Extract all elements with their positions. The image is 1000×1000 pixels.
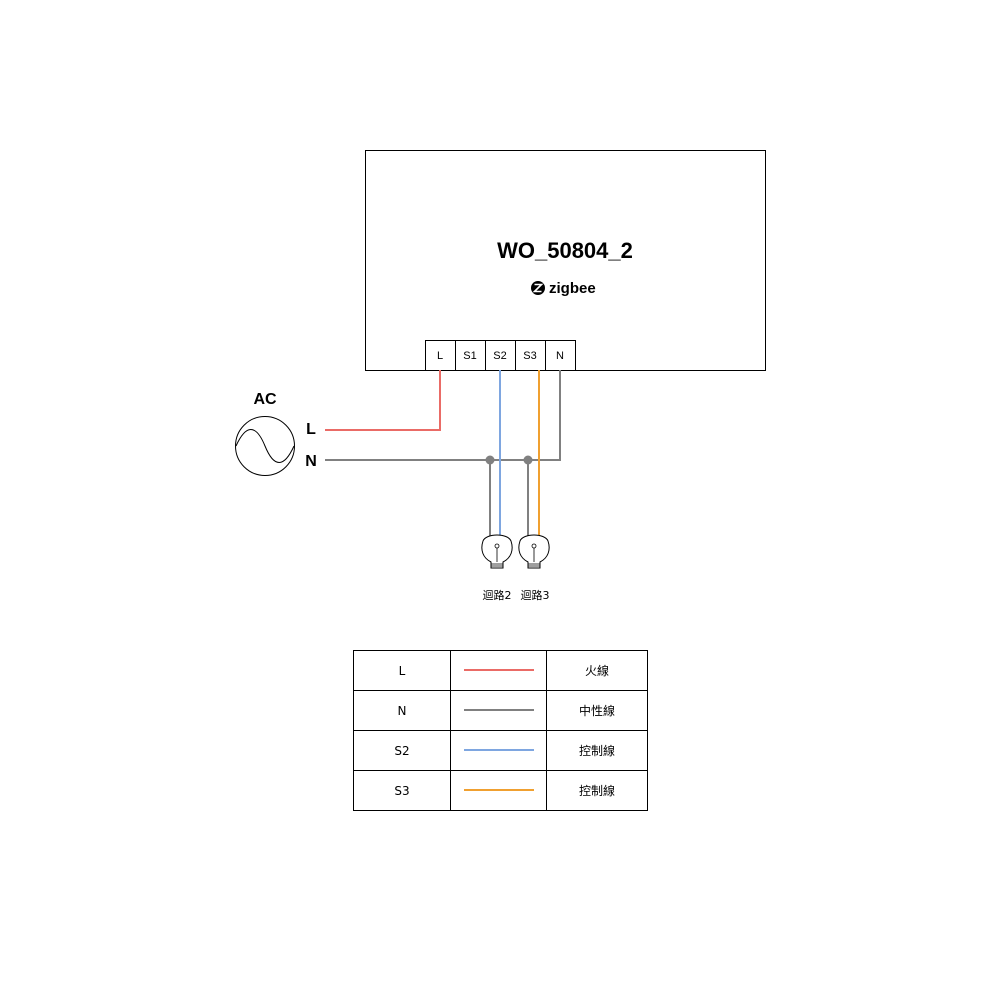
legend-code: N xyxy=(398,704,407,718)
lamp-2-label: 迴路2 xyxy=(483,588,512,602)
terminal-label-s1: S1 xyxy=(463,350,476,362)
terminal-label-s3: S3 xyxy=(523,350,536,362)
terminal-label-s2: S2 xyxy=(493,350,506,362)
legend-code: S3 xyxy=(394,784,409,798)
legend-desc: 火線 xyxy=(585,663,609,678)
legend-row: N 中性線 xyxy=(398,703,616,718)
lamp-3-label: 迴路3 xyxy=(521,588,550,602)
terminal-n xyxy=(545,340,576,371)
zigbee-logo: zigbee xyxy=(531,280,596,297)
wire-live xyxy=(325,370,441,431)
ac-source: AC L N xyxy=(235,391,317,476)
source-line-label: L xyxy=(306,421,316,438)
legend-desc: 中性線 xyxy=(579,703,615,718)
legend-row: S3 控制線 xyxy=(394,783,615,798)
lamp-3: 迴路3 xyxy=(518,534,550,602)
legend-table: L 火線 N 中性線 S2 控制線 S3 控制線 xyxy=(353,650,648,811)
terminal-label-n: N xyxy=(556,350,564,362)
source-neutral-label: N xyxy=(305,453,317,470)
terminal-block: L S1 S2 S3 N xyxy=(425,340,576,371)
junction-dot xyxy=(485,455,495,465)
ac-label: AC xyxy=(253,391,277,408)
terminal-label-l: L xyxy=(437,350,443,362)
legend-desc: 控制線 xyxy=(579,783,615,798)
junction-dot xyxy=(523,455,533,465)
device-box xyxy=(365,150,766,371)
lamp-2: 迴路2 xyxy=(481,534,513,602)
legend-code: L xyxy=(399,664,406,678)
legend-row: S2 控制線 xyxy=(394,743,615,758)
legend-desc: 控制線 xyxy=(579,743,615,758)
legend-code: S2 xyxy=(394,744,409,758)
wires xyxy=(325,370,561,536)
legend-row: L 火線 xyxy=(399,663,609,678)
wire-neutral xyxy=(325,370,561,461)
device-name: WO_50804_2 xyxy=(497,238,633,263)
brand-label: zigbee xyxy=(549,280,596,297)
terminal-s3 xyxy=(515,340,546,371)
